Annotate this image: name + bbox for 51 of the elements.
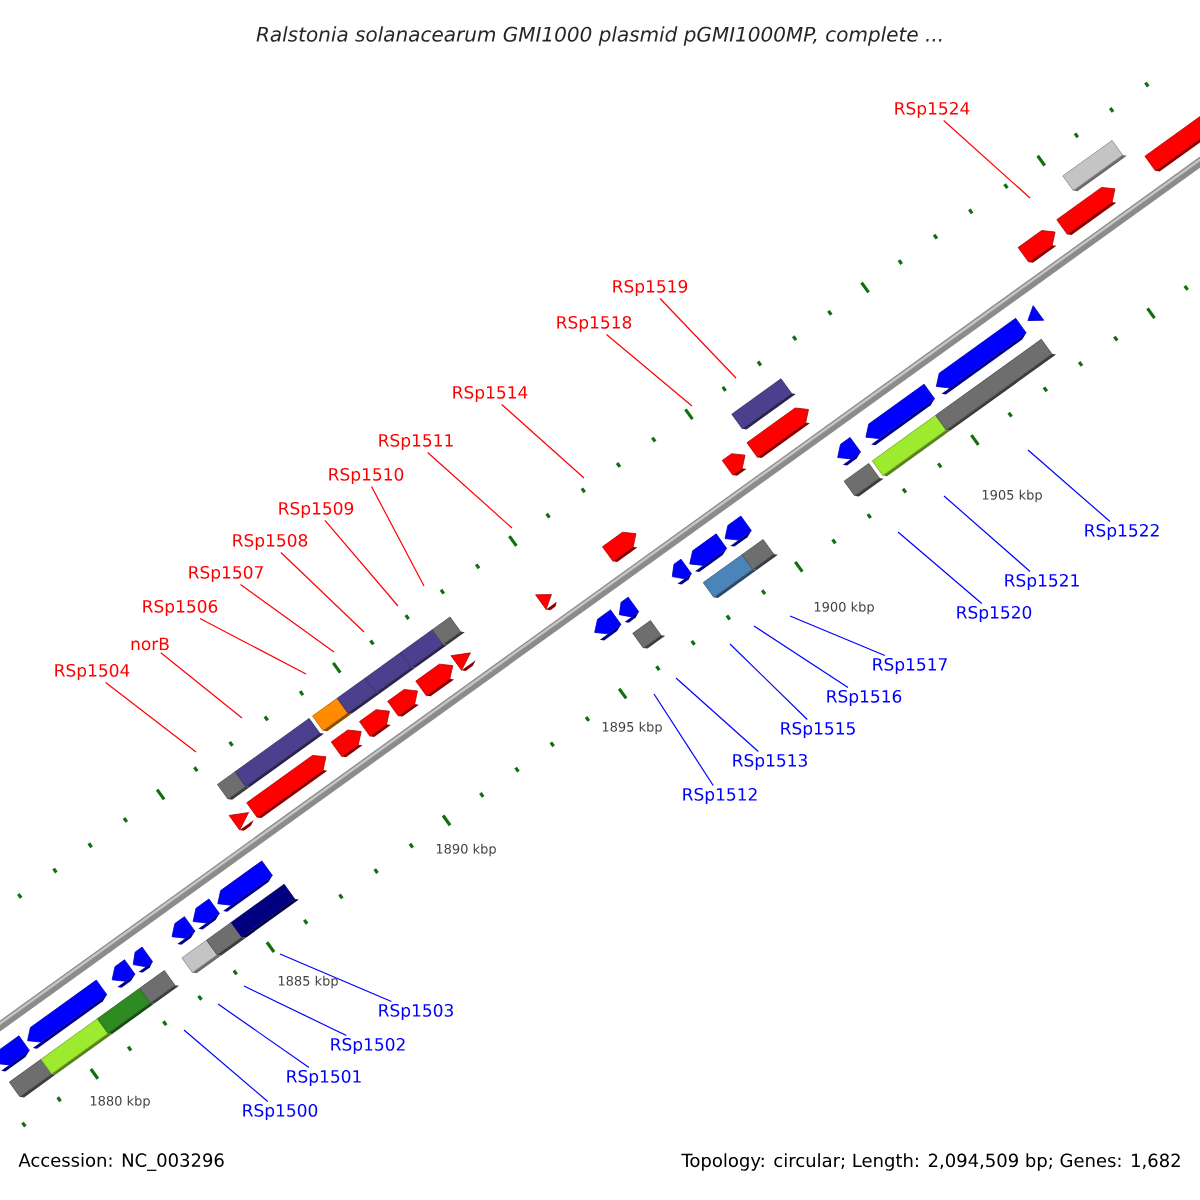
leader-line [675,677,759,753]
gene-label: RSp1511 [379,433,453,451]
leader-line [501,403,585,479]
leader-line [605,333,693,407]
leader-line [183,1029,269,1103]
gene-label: RSp1509 [279,501,354,519]
gene-label: RSp1522 [1085,523,1159,541]
leader-line [279,953,393,1003]
leader-line [243,985,347,1037]
gene-label: RSp1504 [55,663,130,681]
leader-line [897,531,983,605]
leader-line [943,495,1031,573]
gene-label: RSp1518 [557,315,632,333]
leader-line [659,297,737,379]
gene-label: RSp1520 [957,605,1032,623]
gene-label: RSp1500 [243,1103,318,1121]
footer-text: Topology: circular; Length: 2,094,509 bp; Genes: 1,682 [681,1153,1180,1171]
gene-label: RSp1501 [287,1069,361,1087]
gene-label: RSp1506 [143,599,218,617]
gene-label: RSp1502 [331,1037,405,1055]
gene-label: RSp1514 [453,385,528,403]
gene-label: RSp1513 [733,753,807,771]
gene-label: RSp1516 [827,689,902,707]
gene-label: RSp1524 [895,101,970,119]
gene-label: RSp1512 [683,787,757,805]
leader-line [160,652,243,719]
leader-line [239,583,335,653]
gene-label: RSp1515 [781,721,855,739]
leader-line [789,615,886,657]
leader-line [753,625,849,689]
gene-label: RSp1510 [329,467,404,485]
gene-label: norB [131,637,169,651]
leader-line [943,119,1031,199]
gene-label: RSp1503 [379,1003,453,1021]
leader-line [105,681,197,753]
gene-label: RSp1517 [873,657,947,675]
leader-line [324,519,399,607]
leader-line [217,1003,310,1069]
gene-label: RSp1521 [1005,573,1079,591]
gene-label: RSp1508 [233,533,308,551]
leader-line [653,693,714,787]
leader-line [427,451,513,529]
leader-line [280,551,365,633]
title: Ralstonia solanacearum GMI1000 plasmid pGMI1000MP, complete ... [256,26,942,46]
leader-line [729,643,808,721]
leader-line [1027,449,1111,523]
gene-label: RSp1507 [189,565,263,583]
leader-line [370,485,425,587]
footer-text: Accession: NC_003296 [18,1153,224,1171]
gene-label: RSp1519 [613,279,688,297]
leader-line [199,617,307,675]
